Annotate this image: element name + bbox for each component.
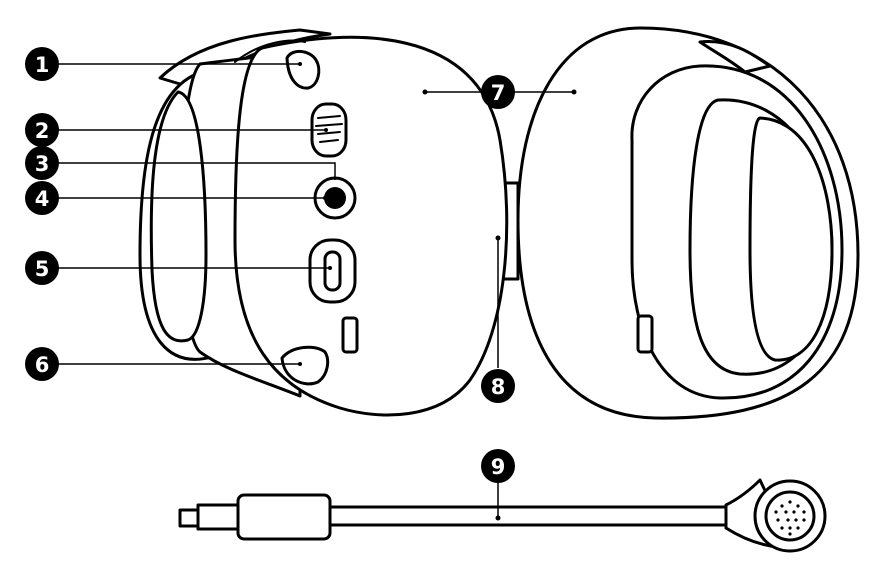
boom-microphone bbox=[178, 478, 827, 553]
svg-text:9: 9 bbox=[491, 455, 506, 479]
mic-jack[interactable] bbox=[313, 176, 357, 220]
left-ear-cup bbox=[138, 28, 509, 417]
control-button-top[interactable] bbox=[285, 50, 321, 90]
svg-text:3: 3 bbox=[35, 152, 50, 176]
callout-3: 3 bbox=[25, 146, 59, 180]
callout-2: 2 bbox=[25, 113, 59, 147]
svg-text:7: 7 bbox=[491, 81, 506, 105]
svg-text:8: 8 bbox=[491, 375, 506, 399]
leader-lines bbox=[58, 62, 577, 521]
right-ear-cup bbox=[516, 26, 860, 420]
power-button[interactable] bbox=[280, 345, 330, 386]
svg-text:5: 5 bbox=[35, 257, 50, 281]
callout-9: 9 bbox=[481, 449, 515, 483]
svg-text:1: 1 bbox=[35, 53, 50, 77]
callout-1: 1 bbox=[25, 47, 59, 81]
callout-5: 5 bbox=[25, 251, 59, 285]
svg-text:2: 2 bbox=[35, 119, 50, 143]
callout-4: 4 bbox=[25, 181, 59, 215]
callout-6: 6 bbox=[25, 347, 59, 381]
callout-8: 8 bbox=[481, 369, 515, 403]
callout-7: 7 bbox=[481, 75, 515, 109]
svg-text:6: 6 bbox=[35, 353, 50, 377]
usb-c-port[interactable] bbox=[308, 238, 357, 304]
svg-text:4: 4 bbox=[35, 187, 50, 211]
